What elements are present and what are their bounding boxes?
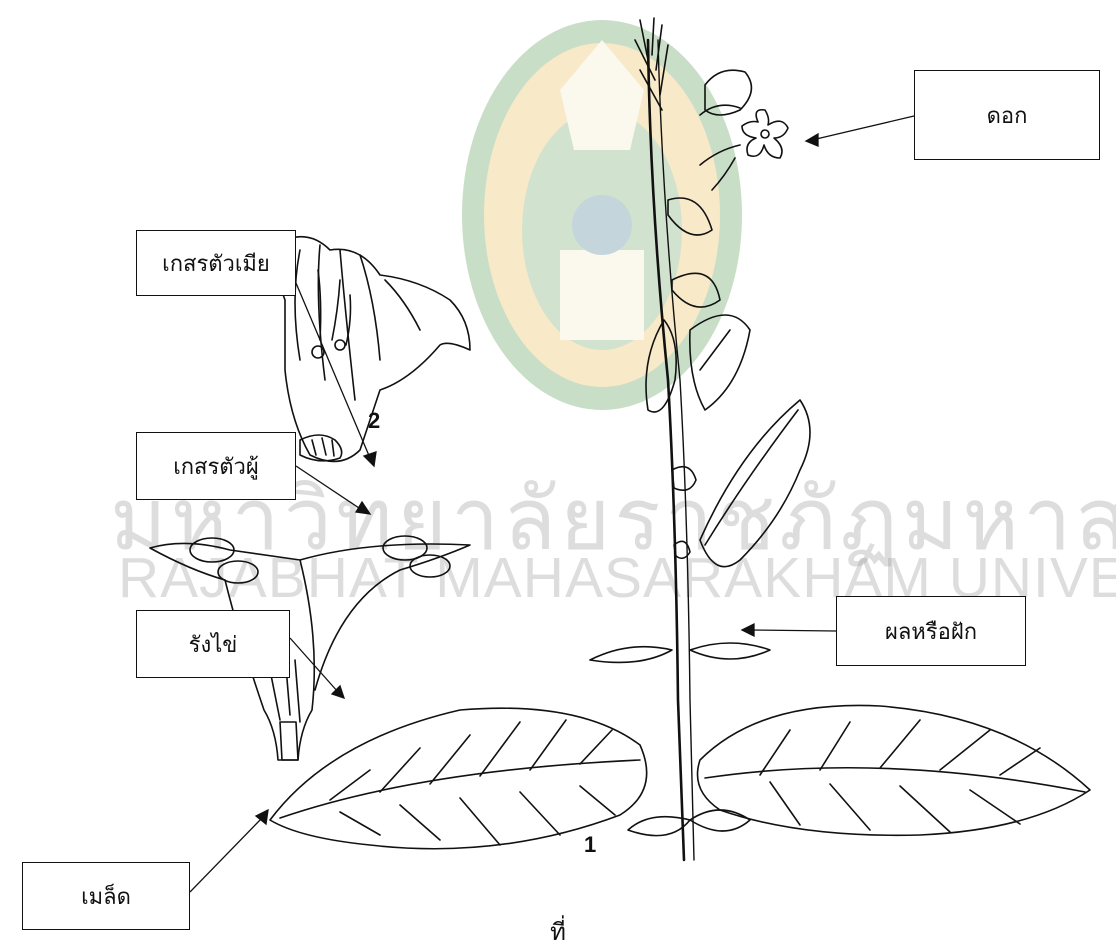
label-pistil: เกสรตัวเมีย — [136, 230, 296, 296]
label-flower: ดอก — [914, 70, 1100, 160]
figure-caption: ที่ — [0, 912, 1116, 951]
label-fruit-pod: ผลหรือฝัก — [836, 596, 1026, 666]
figure-number-plant: 1 — [584, 832, 596, 858]
label-stamen: เกสรตัวผู้ — [136, 432, 296, 500]
label-ovary: รังไข่ — [136, 610, 290, 678]
figure-number-flower-detail: 2 — [368, 408, 380, 434]
